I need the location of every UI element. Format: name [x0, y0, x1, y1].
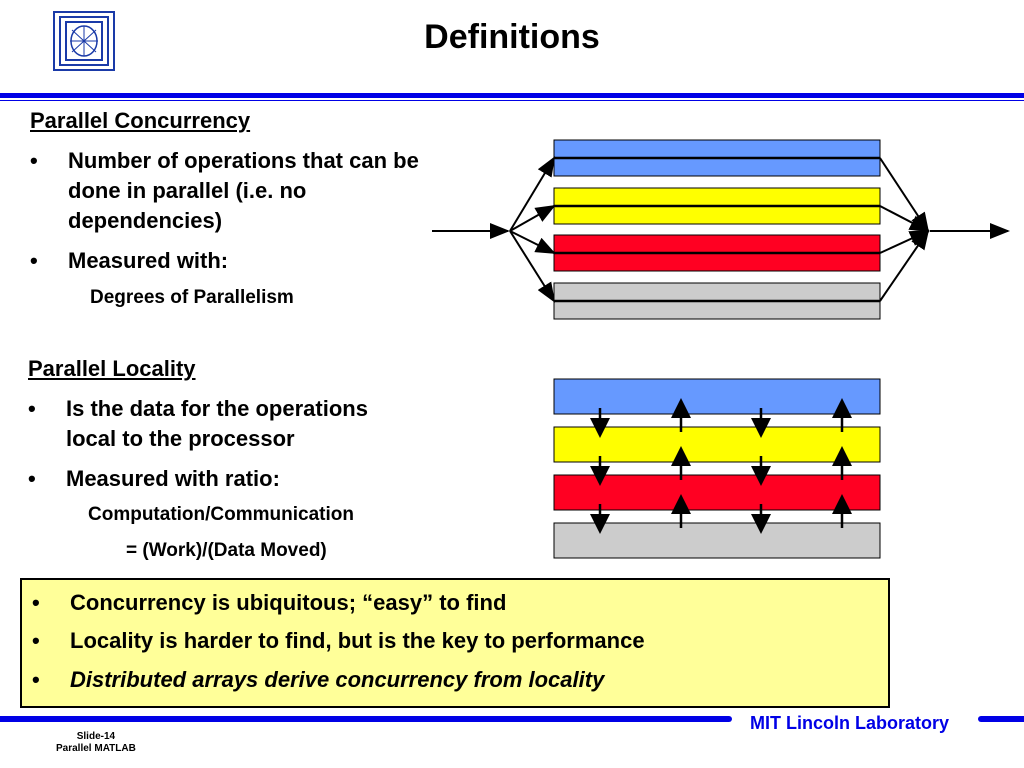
deck-label: Parallel MATLAB	[56, 743, 136, 754]
locality-heading: Parallel Locality	[28, 356, 196, 381]
summary-box: • Concurrency is ubiquitous; “easy” to f…	[20, 578, 890, 708]
concurrency-sub: Degrees of Parallelism	[90, 287, 294, 308]
summary-bullet-2-text: Locality is harder to find, but is the k…	[70, 628, 645, 653]
concurrency-bullet-2: • Measured with:	[30, 246, 430, 276]
summary-bullet-3: • Distributed arrays derive concurrency …	[32, 665, 872, 695]
summary-bullet-1-text: Concurrency is ubiquitous; “easy” to fin…	[70, 590, 507, 615]
lincoln-lab-logo-icon	[53, 11, 115, 71]
slide-number: Slide-14 Parallel MATLAB	[56, 731, 136, 755]
bullet-dot: •	[30, 148, 38, 173]
header-rule	[0, 93, 1024, 98]
locality-bullet-2: • Measured with ratio:	[28, 464, 428, 494]
locality-diagram	[553, 378, 881, 559]
locality-bullet-2-text: Measured with ratio:	[66, 466, 280, 491]
footer-rule-left	[0, 716, 732, 722]
concurrency-bullet-1-line3: dependencies)	[68, 208, 223, 233]
locality-bullet-1-line1: Is the data for the operations	[66, 396, 368, 421]
summary-bullet-2: • Locality is harder to find, but is the…	[32, 626, 872, 656]
locality-sub-1: Computation/Communication	[88, 504, 354, 525]
concurrency-diagram	[432, 139, 1010, 320]
locality-bullet-1: • Is the data for the operations local t…	[28, 394, 508, 456]
bullet-dot: •	[32, 590, 40, 615]
bullet-dot: •	[32, 628, 40, 653]
concurrency-bullet-1-line2: done in parallel (i.e. no	[68, 178, 307, 203]
lab-name: MIT Lincoln Laboratory	[750, 713, 950, 733]
bullet-dot: •	[30, 248, 38, 273]
bullet-dot: •	[28, 396, 36, 421]
locality-bar-blue	[553, 378, 881, 415]
page-title: Definitions	[424, 18, 600, 56]
header-rule-thin	[0, 100, 1024, 101]
locality-sub-2: = (Work)/(Data Moved)	[126, 540, 327, 561]
summary-bullet-1: • Concurrency is ubiquitous; “easy” to f…	[32, 588, 872, 618]
summary-bullet-3-text: Distributed arrays derive concurrency fr…	[70, 667, 605, 692]
concurrency-bullet-1: • Number of operations that can be done …	[30, 146, 530, 238]
concurrency-heading: Parallel Concurrency	[30, 108, 251, 133]
locality-bar-yellow	[553, 426, 881, 463]
locality-bar-red	[553, 474, 881, 511]
bullet-dot: •	[28, 466, 36, 491]
bullet-dot: •	[32, 667, 40, 692]
footer-rule-right	[978, 716, 1024, 722]
locality-bullet-1-line2: local to the processor	[66, 426, 295, 451]
concurrency-bullet-1-line1: Number of operations that can be	[68, 148, 419, 173]
locality-bar-gray	[553, 522, 881, 559]
slide-label: Slide-14	[76, 731, 116, 742]
concurrency-bullet-2-text: Measured with:	[68, 248, 229, 273]
